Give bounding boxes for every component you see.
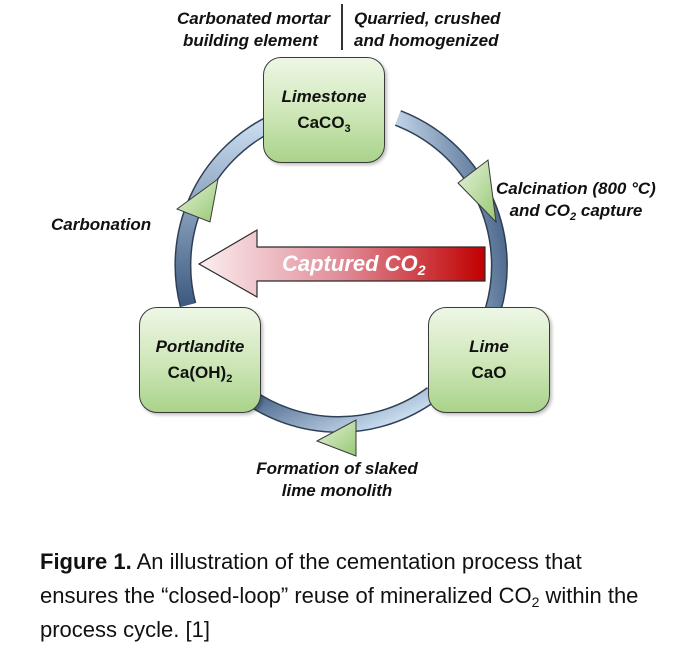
label-line: and CO2 capture — [496, 200, 656, 223]
node-name: Portlandite — [155, 337, 245, 356]
arrowhead-carbonation-icon — [175, 177, 219, 223]
figure-caption: Figure 1. An illustration of the cementa… — [40, 545, 660, 647]
captured-co2-label: Captured CO2 — [282, 250, 425, 278]
label-line: Formation of slaked — [256, 459, 418, 478]
text: capture — [576, 201, 643, 220]
node-formula: CaCO3 — [297, 110, 350, 136]
caption-text: An illustration of the cementation proce… — [40, 549, 582, 608]
text: and CO — [509, 201, 571, 220]
caption-label: Figure 1. — [40, 549, 132, 574]
label-line: Calcination (800 °C) — [496, 179, 656, 198]
label-line: Carbonated mortar — [176, 9, 330, 28]
arrowhead-calcination-icon — [457, 159, 497, 224]
label-carbonation: Carbonation — [51, 215, 152, 234]
cycle-diagram — [174, 110, 508, 457]
label-carbonated-mortar: Carbonated mortar building element — [152, 8, 330, 52]
node-formula: CaO — [471, 363, 507, 382]
node-limestone: Limestone CaCO3 — [263, 57, 385, 163]
text: Captured CO — [282, 251, 418, 276]
node-name: Lime — [469, 337, 509, 356]
caption-text: within the process cycle. [1] — [40, 583, 639, 642]
label-quarried: Quarried, crushed and homogenized — [354, 8, 500, 52]
label-slaking: Formation of slaked lime monolith — [243, 458, 431, 502]
label-calcination: Calcination (800 °C) and CO2 capture — [496, 178, 656, 223]
formula-base: Ca(OH) — [167, 363, 227, 382]
captured-co2-arrow — [197, 228, 486, 299]
top-label-divider — [341, 4, 343, 50]
label-line: and homogenized — [354, 31, 499, 50]
arrowhead-slaking-icon — [315, 419, 357, 457]
label-line: Quarried, crushed — [354, 9, 501, 28]
node-lime: Lime CaO — [428, 307, 550, 413]
label-line: building element — [182, 31, 318, 50]
node-portlandite: Portlandite Ca(OH)2 — [139, 307, 261, 413]
formula-subscript: 3 — [344, 123, 351, 135]
formula-subscript: 2 — [226, 373, 233, 385]
node-name: Limestone — [281, 87, 367, 106]
label-line: lime monolith — [281, 481, 393, 500]
formula-base: CaCO — [297, 113, 345, 132]
caption-subscript: 2 — [531, 594, 540, 610]
node-formula: Ca(OH)2 — [168, 360, 233, 386]
subscript: 2 — [417, 262, 426, 278]
subscript: 2 — [570, 211, 577, 223]
